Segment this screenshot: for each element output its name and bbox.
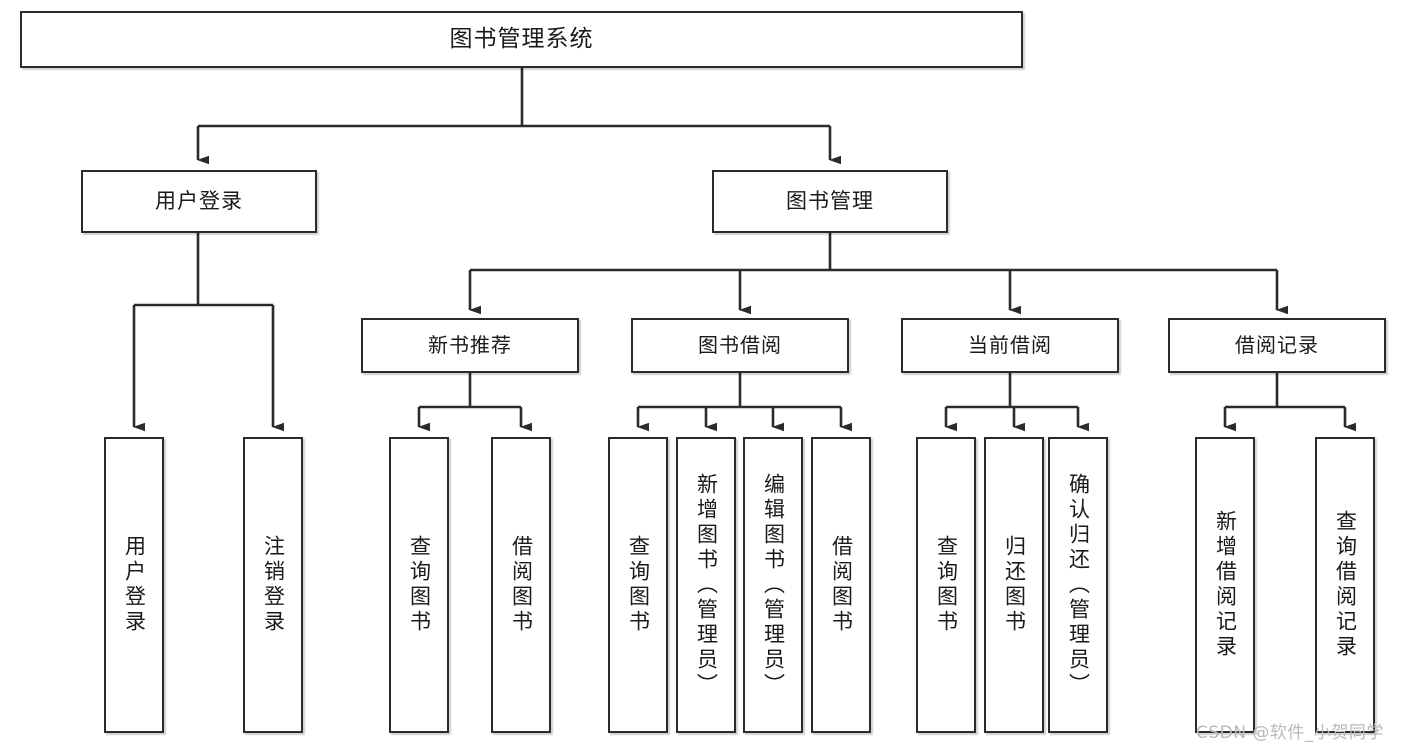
leaf-records-query-record[interactable]: 查询借阅记录: [1315, 437, 1375, 733]
edges-user-login: [132, 233, 284, 432]
node-label: 查询图书: [626, 535, 651, 635]
node-label: 查询借阅记录: [1333, 510, 1358, 660]
edges-new-book: [417, 373, 532, 432]
node-label: 借阅图书: [509, 535, 534, 635]
node-label: 编辑图书（管理员）: [761, 472, 786, 698]
node-new-book-recommend[interactable]: 新书推荐: [361, 318, 579, 373]
node-label: 新增借阅记录: [1213, 510, 1238, 660]
leaf-borrow-borrow-book[interactable]: 借阅图书: [811, 437, 871, 733]
node-label: 用户登录: [122, 535, 147, 635]
node-label: 借阅图书: [829, 535, 854, 635]
node-label: 查询图书: [407, 535, 432, 635]
leaf-borrow-add-book-admin[interactable]: 新增图书（管理员）: [676, 437, 736, 733]
edges-records: [1223, 373, 1356, 432]
leaf-current-return-book[interactable]: 归还图书: [984, 437, 1044, 733]
leaf-current-confirm-return-admin[interactable]: 确认归还（管理员）: [1048, 437, 1108, 733]
leaf-logout[interactable]: 注销登录: [243, 437, 303, 733]
leaf-current-query-book[interactable]: 查询图书: [916, 437, 976, 733]
edges-borrow: [636, 373, 852, 432]
leaf-borrow-query-book[interactable]: 查询图书: [608, 437, 668, 733]
leaf-user-login[interactable]: 用户登录: [104, 437, 164, 733]
leaf-records-add-record[interactable]: 新增借阅记录: [1195, 437, 1255, 733]
edges-root: [196, 68, 841, 165]
node-label: 归还图书: [1002, 535, 1027, 635]
node-book-management[interactable]: 图书管理: [712, 170, 948, 233]
node-label: 确认归还（管理员）: [1066, 472, 1091, 698]
node-label: 图书借阅: [698, 332, 782, 357]
node-label: 用户登录: [155, 189, 243, 214]
leaf-borrow-edit-book-admin[interactable]: 编辑图书（管理员）: [743, 437, 803, 733]
node-label: 借阅记录: [1235, 332, 1319, 357]
node-label: 当前借阅: [968, 332, 1052, 357]
node-book-borrow[interactable]: 图书借阅: [631, 318, 849, 373]
node-label: 图书管理: [786, 189, 874, 214]
leaf-newbook-borrow-book[interactable]: 借阅图书: [491, 437, 551, 733]
edges-current: [944, 373, 1089, 432]
edges-book-manage: [468, 233, 1288, 315]
leaf-newbook-query-book[interactable]: 查询图书: [389, 437, 449, 733]
node-root-system[interactable]: 图书管理系统: [20, 11, 1023, 68]
node-label: 新增图书（管理员）: [694, 472, 719, 698]
node-label: 图书管理系统: [449, 25, 594, 52]
node-label: 查询图书: [934, 535, 959, 635]
csdn-watermark: CSDN @软件_小贺同学: [1196, 723, 1384, 743]
node-label: 新书推荐: [428, 332, 512, 357]
node-current-borrow[interactable]: 当前借阅: [901, 318, 1119, 373]
node-label: 注销登录: [261, 535, 286, 635]
node-user-login[interactable]: 用户登录: [81, 170, 317, 233]
node-borrow-records[interactable]: 借阅记录: [1168, 318, 1386, 373]
